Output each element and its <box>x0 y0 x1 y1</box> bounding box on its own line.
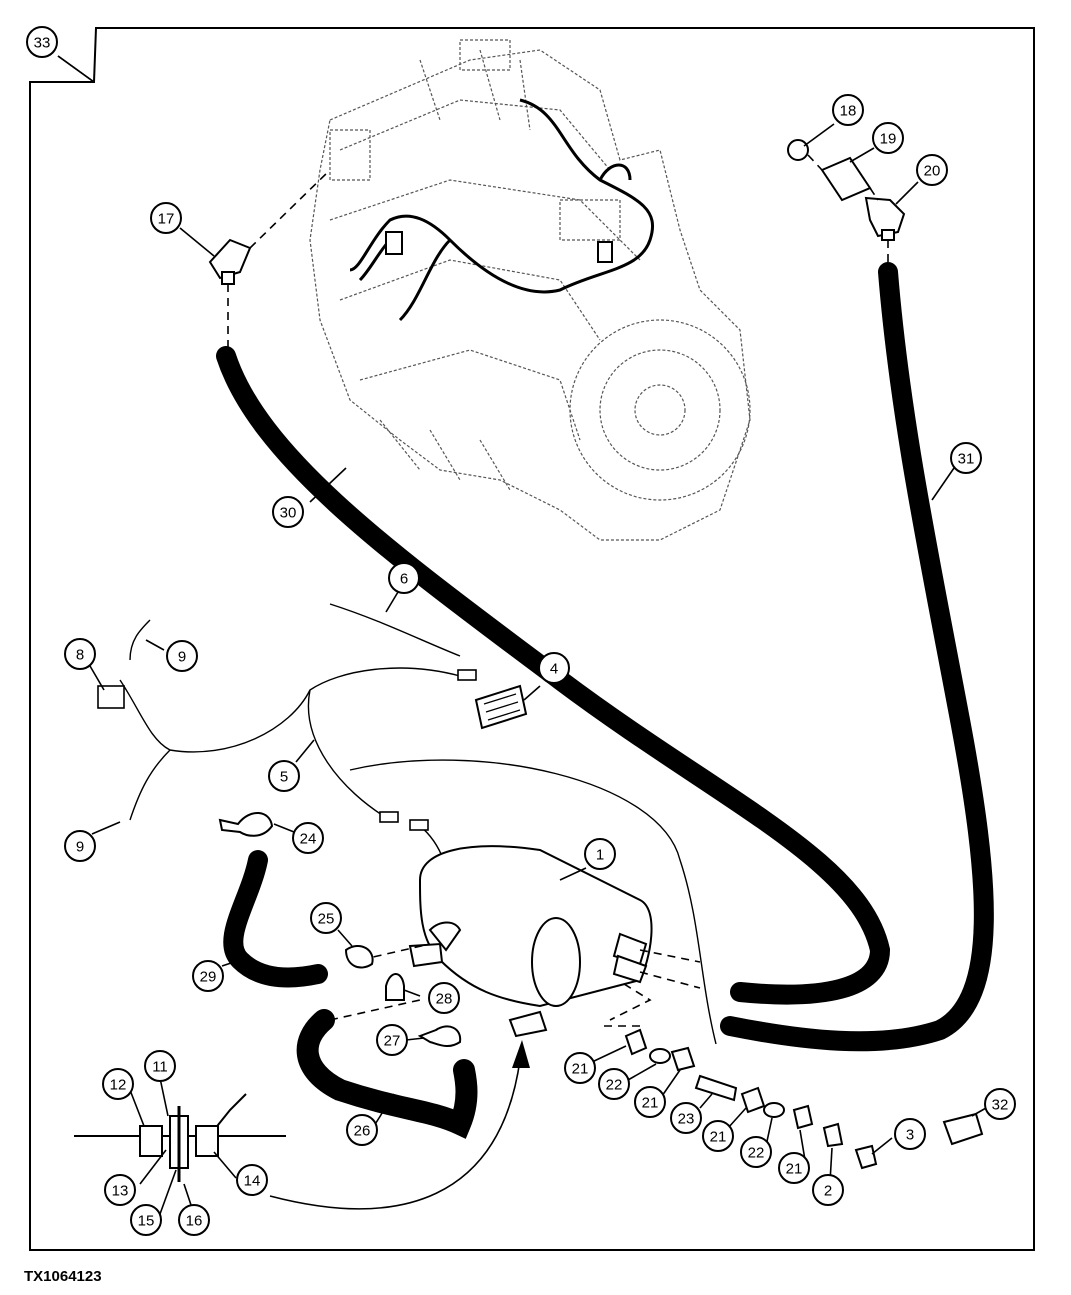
callout-14: 14 <box>236 1164 268 1196</box>
callout-label: 15 <box>138 1213 155 1230</box>
callout-22: 22 <box>598 1068 630 1100</box>
callout-label: 6 <box>400 571 408 588</box>
callout-29: 29 <box>192 960 224 992</box>
clamps <box>218 812 462 1048</box>
callout-label: 21 <box>786 1161 803 1178</box>
callout-label: 32 <box>992 1097 1009 1114</box>
callout-label: 26 <box>354 1123 371 1140</box>
engine-outline <box>309 39 751 541</box>
sensor-17 <box>208 238 252 285</box>
callout-label: 22 <box>606 1077 623 1094</box>
callout-label: 23 <box>678 1111 695 1128</box>
callout-9: 9 <box>166 640 198 672</box>
callout-23: 23 <box>670 1102 702 1134</box>
callout-label: 13 <box>112 1183 129 1200</box>
callout-5: 5 <box>268 760 300 792</box>
callout-label: 16 <box>186 1213 203 1230</box>
detail-inset <box>74 1093 286 1182</box>
callout-label: 33 <box>34 35 51 52</box>
callout-label: 17 <box>158 211 175 228</box>
callout-33: 33 <box>26 26 58 58</box>
callout-21: 21 <box>634 1086 666 1118</box>
callout-21: 21 <box>564 1052 596 1084</box>
callout-25: 25 <box>310 902 342 934</box>
callout-label: 9 <box>178 649 186 666</box>
callout-label: 30 <box>280 505 297 522</box>
callout-label: 14 <box>244 1173 261 1190</box>
callout-27: 27 <box>376 1024 408 1056</box>
callout-17: 17 <box>150 202 182 234</box>
callout-label: 5 <box>280 769 288 786</box>
callout-24: 24 <box>292 822 324 854</box>
callout-label: 18 <box>840 103 857 120</box>
callout-3: 3 <box>894 1118 926 1150</box>
fittings-18-20 <box>787 139 906 241</box>
callout-9: 9 <box>64 830 96 862</box>
callout-19: 19 <box>872 122 904 154</box>
callout-13: 13 <box>104 1174 136 1206</box>
callout-32: 32 <box>984 1088 1016 1120</box>
heater-core-1 <box>408 845 653 1038</box>
callout-label: 9 <box>76 839 84 856</box>
callout-18: 18 <box>832 94 864 126</box>
callout-1: 1 <box>584 838 616 870</box>
callout-15: 15 <box>130 1204 162 1236</box>
callout-label: 27 <box>384 1033 401 1050</box>
callout-label: 1 <box>596 847 604 864</box>
fitting-row <box>624 1028 984 1170</box>
callout-label: 2 <box>824 1183 832 1200</box>
callout-label: 11 <box>152 1059 168 1076</box>
callout-21: 21 <box>702 1120 734 1152</box>
callout-label: 22 <box>748 1145 765 1162</box>
hose-29 <box>223 850 328 988</box>
callout-26: 26 <box>346 1114 378 1146</box>
callout-label: 28 <box>436 991 453 1008</box>
leader-lines <box>57 55 987 1215</box>
figure-id: TX1064123 <box>24 1268 102 1285</box>
callout-11: 11 <box>144 1050 176 1082</box>
callout-label: 3 <box>906 1127 914 1144</box>
callout-label: 21 <box>642 1095 659 1112</box>
callout-22: 22 <box>740 1136 772 1168</box>
callout-label: 29 <box>200 969 217 986</box>
callout-21: 21 <box>778 1152 810 1184</box>
callout-label: 20 <box>924 163 941 180</box>
callout-label: 21 <box>710 1129 727 1146</box>
relay-block-4 <box>474 684 528 730</box>
callout-label: 12 <box>110 1077 127 1094</box>
callout-31: 31 <box>950 442 982 474</box>
callout-4: 4 <box>538 652 570 684</box>
callout-16: 16 <box>178 1204 210 1236</box>
callout-label: 4 <box>550 661 558 678</box>
hose-30 <box>216 346 891 1005</box>
callout-label: 21 <box>572 1061 589 1078</box>
callout-label: 24 <box>300 831 317 848</box>
callout-8: 8 <box>64 638 96 670</box>
hose-26 <box>296 1009 478 1139</box>
callout-6: 6 <box>388 562 420 594</box>
callout-20: 20 <box>916 154 948 186</box>
callout-label: 19 <box>880 131 897 148</box>
callout-2: 2 <box>812 1174 844 1206</box>
hose-31 <box>720 262 994 1052</box>
callout-label: 25 <box>318 911 335 928</box>
callout-28: 28 <box>428 982 460 1014</box>
callout-12: 12 <box>102 1068 134 1100</box>
callout-label: 31 <box>958 451 975 468</box>
callout-30: 30 <box>272 496 304 528</box>
callout-label: 8 <box>76 647 84 664</box>
